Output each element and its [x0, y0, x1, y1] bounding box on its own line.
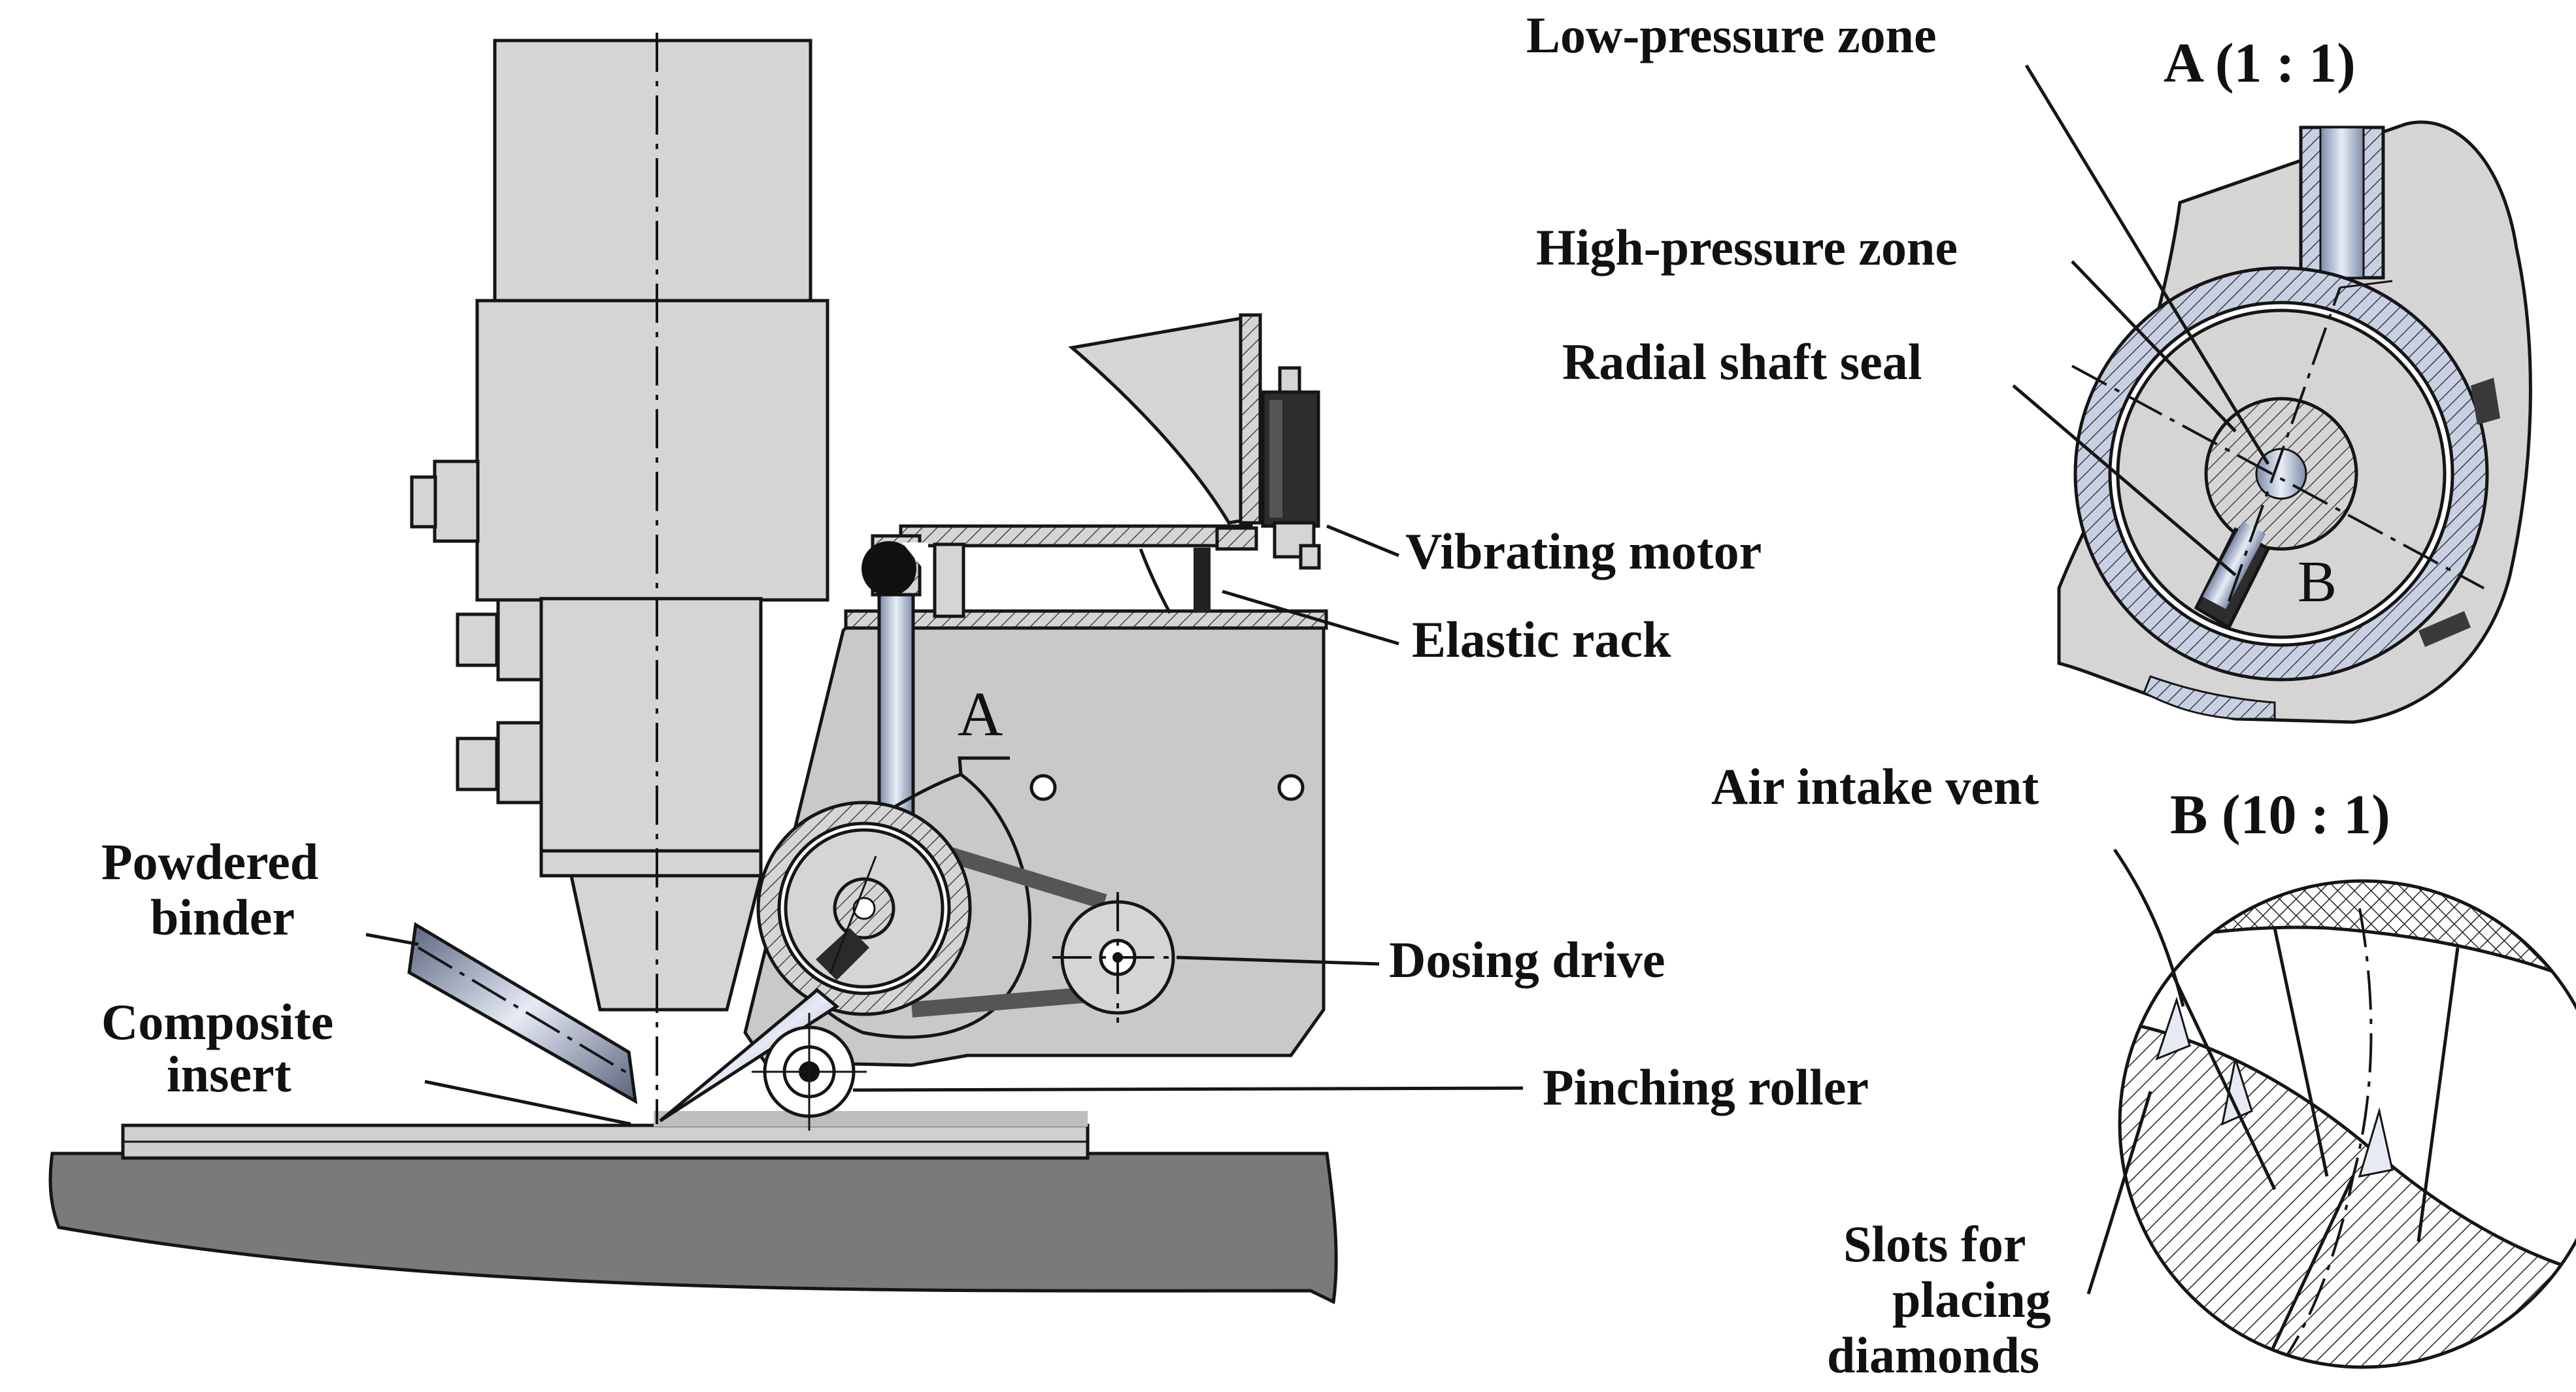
label-low-pressure-zone: Low-pressure zone — [1526, 7, 1937, 63]
vibrating-motor — [1261, 366, 1321, 570]
side-knobs — [410, 459, 543, 804]
detail-a-title: A (1 : 1) — [2164, 31, 2356, 94]
pinching-roller — [752, 1013, 867, 1131]
leader-lines — [365, 64, 2270, 1295]
label-composite-insert-line1: Composite — [101, 993, 333, 1050]
marker-b: B — [2298, 550, 2337, 614]
worktable — [48, 1152, 1338, 1304]
detail-b-title: B (10 : 1) — [2170, 783, 2390, 846]
label-powdered-binder-line1: Powdered — [101, 833, 318, 890]
head-middle-block — [475, 299, 829, 602]
label-composite-insert-line2: insert — [167, 1046, 292, 1102]
detail-a-view — [2057, 120, 2532, 724]
label-slots-line1: Slots for — [1843, 1216, 2026, 1272]
dosing-rotor — [756, 801, 972, 1016]
marker-a: A — [958, 679, 1003, 749]
powdered-binder-nozzle — [407, 921, 638, 1104]
outlet-blade — [659, 987, 840, 1123]
hopper — [1068, 313, 1262, 525]
head-lower-block — [539, 597, 763, 854]
detail-b-view — [2118, 879, 2576, 1369]
label-high-pressure-zone: High-pressure zone — [1536, 219, 1958, 276]
label-slots-line3: diamonds — [1827, 1327, 2039, 1384]
label-air-intake-vent: Air intake vent — [1711, 758, 2039, 815]
label-radial-shaft-seal: Radial shaft seal — [1562, 333, 1922, 390]
main-assembly — [48, 33, 1338, 1304]
label-slots-line2: placing — [1892, 1271, 2051, 1328]
head-top-block — [493, 39, 812, 304]
labels: Low-pressure zone High-pressure zone Rad… — [101, 7, 2390, 1384]
label-elastic-rack: Elastic rack — [1412, 611, 1671, 668]
label-pinching-roller: Pinching roller — [1543, 1059, 1869, 1116]
label-powdered-binder-line2: binder — [150, 889, 295, 946]
label-dosing-drive: Dosing drive — [1389, 931, 1665, 988]
label-vibrating-motor: Vibrating motor — [1405, 523, 1762, 580]
detail-b-circle — [2118, 879, 2576, 1369]
elastic-rack-element — [1139, 548, 1172, 614]
